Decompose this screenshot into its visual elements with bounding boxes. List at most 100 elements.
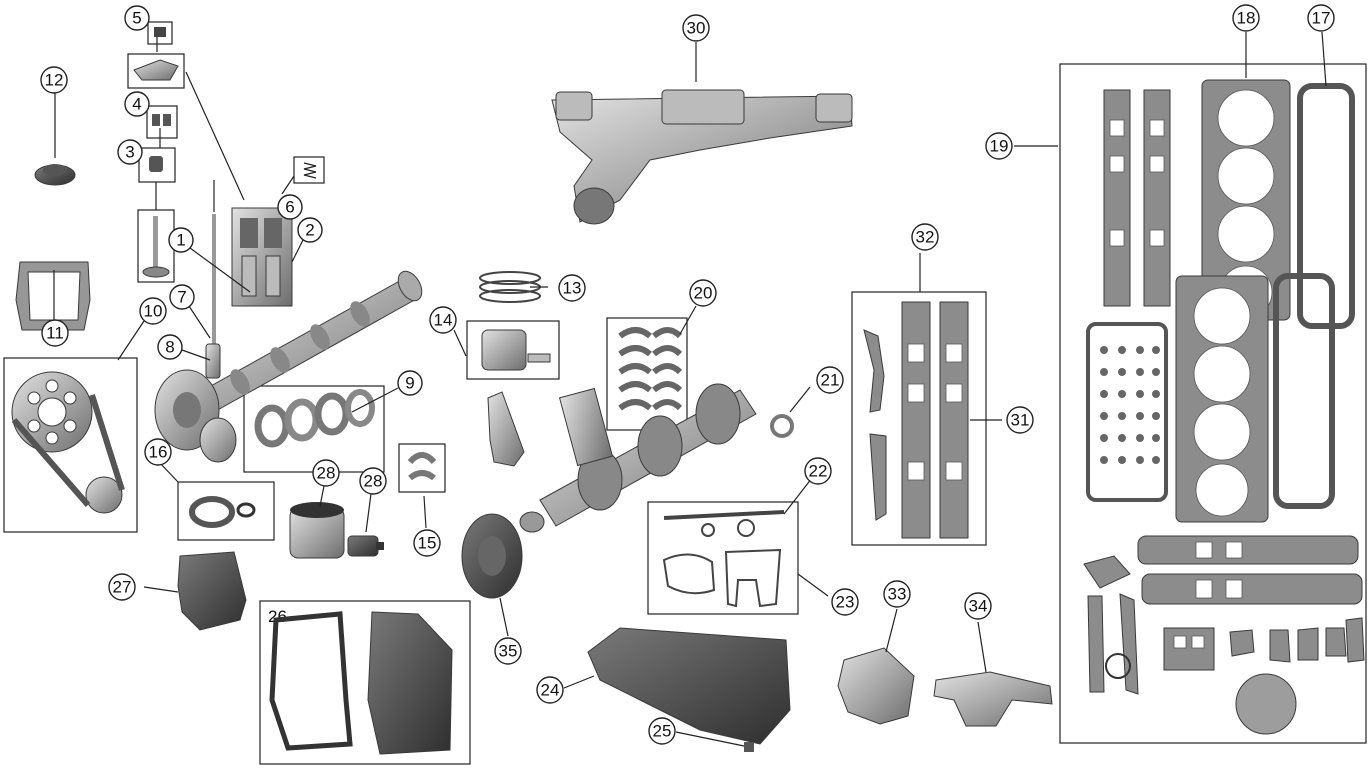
box-complete-gasket-set xyxy=(1059,63,1367,744)
oil-pan-gasket-part xyxy=(269,611,353,751)
box-valve-seal xyxy=(138,147,176,183)
lifter-part xyxy=(205,343,221,379)
rod-bearing-part xyxy=(407,452,437,481)
svg-text:20: 20 xyxy=(694,284,713,303)
svg-text:7: 7 xyxy=(177,288,186,307)
box-rear-main-seal xyxy=(177,481,275,541)
svg-text:31: 31 xyxy=(1011,411,1030,430)
water-pump-part xyxy=(837,647,915,725)
rocker-lifter-assembly-part xyxy=(231,207,293,307)
svg-text:35: 35 xyxy=(499,642,518,661)
callout-6: 6 xyxy=(277,194,303,220)
callout-23: 23 xyxy=(831,588,859,616)
svg-text:17: 17 xyxy=(1312,9,1331,28)
valve-seal-part xyxy=(149,156,163,172)
callout-9: 9 xyxy=(397,370,423,396)
callout-24: 24 xyxy=(536,676,564,704)
callout-25: 25 xyxy=(648,717,676,745)
callout-12: 12 xyxy=(40,66,68,94)
box-rocker xyxy=(127,53,185,89)
svg-text:1: 1 xyxy=(176,231,185,250)
timing-chain-set-part xyxy=(11,371,125,514)
box-timing-set xyxy=(3,357,138,533)
parts xyxy=(11,27,1365,755)
box-rocker-pivot xyxy=(147,21,173,45)
callout-2: 2 xyxy=(297,217,323,243)
oil-pump-part xyxy=(177,551,247,631)
callout-14: 14 xyxy=(429,306,457,334)
oil-filler-cap-part xyxy=(34,164,76,186)
svg-text:2: 2 xyxy=(305,221,314,240)
leader-lines xyxy=(53,31,1327,747)
callout-5: 5 xyxy=(124,5,150,31)
callout-19: 19 xyxy=(985,132,1013,160)
cam-bearings-part xyxy=(254,389,375,448)
box-valve-spring xyxy=(293,156,325,184)
rocker-arm-part xyxy=(133,59,179,81)
callout-7: 7 xyxy=(169,284,195,310)
valve-spring-part xyxy=(303,162,317,179)
callout-31: 31 xyxy=(1006,406,1034,434)
rocker-pivot-part xyxy=(154,27,166,37)
svg-text:3: 3 xyxy=(125,143,134,162)
callout-16: 16 xyxy=(144,438,172,466)
exhaust-manifold-part xyxy=(551,89,853,225)
connecting-rod-part xyxy=(487,391,525,467)
callout-27: 27 xyxy=(108,573,136,601)
valve-part xyxy=(142,216,170,278)
svg-text:34: 34 xyxy=(969,597,988,616)
callout-3: 3 xyxy=(117,139,143,165)
callout-22: 22 xyxy=(804,457,832,485)
callout-28b: 28 xyxy=(359,467,387,495)
crankshaft-part xyxy=(519,383,757,533)
callout-4: 4 xyxy=(124,91,150,117)
complete-gasket-set-part xyxy=(1083,79,1365,735)
svg-text:5: 5 xyxy=(132,9,141,28)
oil-filter-adapter-part xyxy=(347,535,384,557)
svg-text:21: 21 xyxy=(821,371,840,390)
svg-text:18: 18 xyxy=(1237,9,1256,28)
callout-33: 33 xyxy=(883,580,911,608)
part-boxes xyxy=(3,21,1367,765)
svg-text:16: 16 xyxy=(149,443,168,462)
svg-text:9: 9 xyxy=(405,374,414,393)
callout-11: 11 xyxy=(41,319,69,347)
callout-10: 10 xyxy=(139,297,167,325)
oil-pan-part xyxy=(367,611,453,755)
svg-text:23: 23 xyxy=(836,593,855,612)
box-keepers xyxy=(146,105,178,139)
pushrod-part xyxy=(212,214,216,344)
callout-20: 20 xyxy=(689,279,717,307)
thermostat-housing-part xyxy=(933,671,1053,727)
thrust-washer-part xyxy=(770,414,794,438)
intake-gasket-set-part xyxy=(863,301,969,539)
svg-text:19: 19 xyxy=(990,137,1009,156)
box-lower-gasket-set xyxy=(647,501,799,615)
box-intake-gasket xyxy=(851,291,987,546)
callout-28a: 28 xyxy=(312,459,340,487)
callout-8: 8 xyxy=(157,334,183,360)
harmonic-balancer-part xyxy=(461,513,523,599)
svg-text:14: 14 xyxy=(434,311,453,330)
svg-text:27: 27 xyxy=(113,578,132,597)
svg-text:8: 8 xyxy=(165,338,174,357)
piston-part xyxy=(481,329,551,371)
svg-text:22: 22 xyxy=(809,462,828,481)
svg-text:25: 25 xyxy=(653,722,672,741)
lower-gasket-set-part xyxy=(662,510,785,608)
svg-text:4: 4 xyxy=(132,95,141,114)
svg-text:15: 15 xyxy=(418,534,437,553)
rear-main-seal-part xyxy=(189,496,256,528)
callout-13: 13 xyxy=(558,274,586,302)
svg-text:28: 28 xyxy=(364,472,383,491)
svg-text:12: 12 xyxy=(45,71,64,90)
svg-text:11: 11 xyxy=(46,324,64,343)
svg-text:30: 30 xyxy=(687,19,706,38)
svg-text:28: 28 xyxy=(317,464,336,483)
timing-cover-gasket-part xyxy=(15,261,91,331)
drain-plug-part xyxy=(744,742,754,752)
oil-pan-large-part xyxy=(587,627,791,745)
callout-35: 35 xyxy=(494,637,522,665)
svg-text:10: 10 xyxy=(144,302,163,321)
callout-15: 15 xyxy=(413,529,441,557)
